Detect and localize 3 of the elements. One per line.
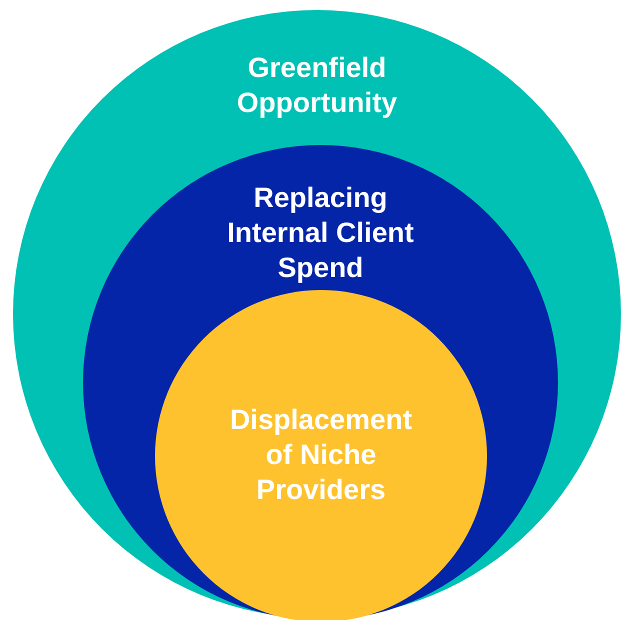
circle-label: Replacing Internal Client Spend xyxy=(226,181,415,285)
circle-label: Displacement of Niche Providers xyxy=(228,403,414,507)
circle-label: Greenfield Opportunity xyxy=(236,51,398,120)
